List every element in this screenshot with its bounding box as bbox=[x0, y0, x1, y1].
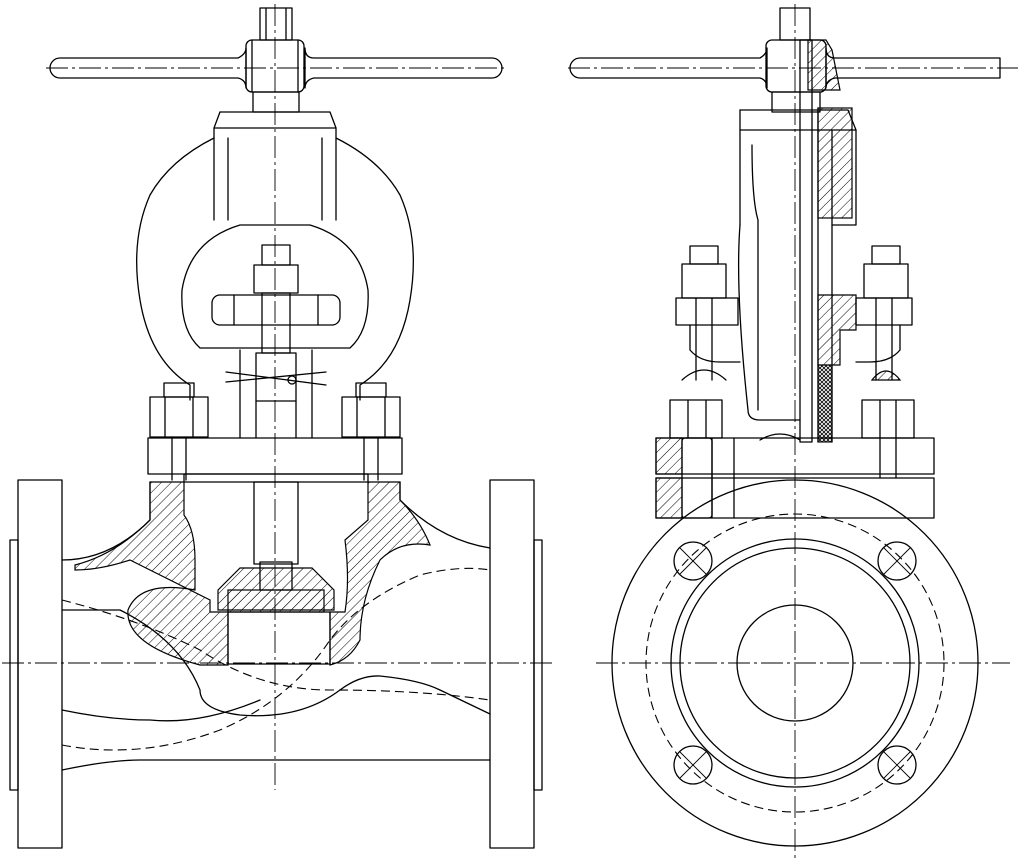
side-handwheel-bar bbox=[568, 47, 1018, 89]
stem bbox=[211, 244, 341, 439]
front-bolt-right bbox=[341, 382, 401, 481]
side-top-nut bbox=[765, 7, 841, 113]
bolt-holes bbox=[673, 541, 917, 785]
gland bbox=[817, 294, 857, 366]
front-view bbox=[2, 4, 555, 849]
side-yoke bbox=[737, 39, 857, 443]
side-flange-disc bbox=[611, 479, 979, 847]
valve-body bbox=[61, 481, 491, 771]
inlet-flange bbox=[9, 479, 63, 849]
front-bolt-left bbox=[149, 382, 209, 481]
side-bolt-right bbox=[861, 245, 915, 479]
handwheel-bar bbox=[46, 47, 505, 89]
disc-seat bbox=[217, 481, 335, 665]
packing bbox=[817, 364, 833, 443]
bonnet-yoke bbox=[136, 111, 414, 401]
side-flanges bbox=[655, 433, 935, 519]
outlet-flange bbox=[489, 479, 543, 849]
gasket bbox=[183, 473, 369, 483]
side-view bbox=[568, 4, 1018, 860]
top-nut bbox=[245, 7, 305, 113]
side-bolt-left bbox=[669, 245, 727, 519]
